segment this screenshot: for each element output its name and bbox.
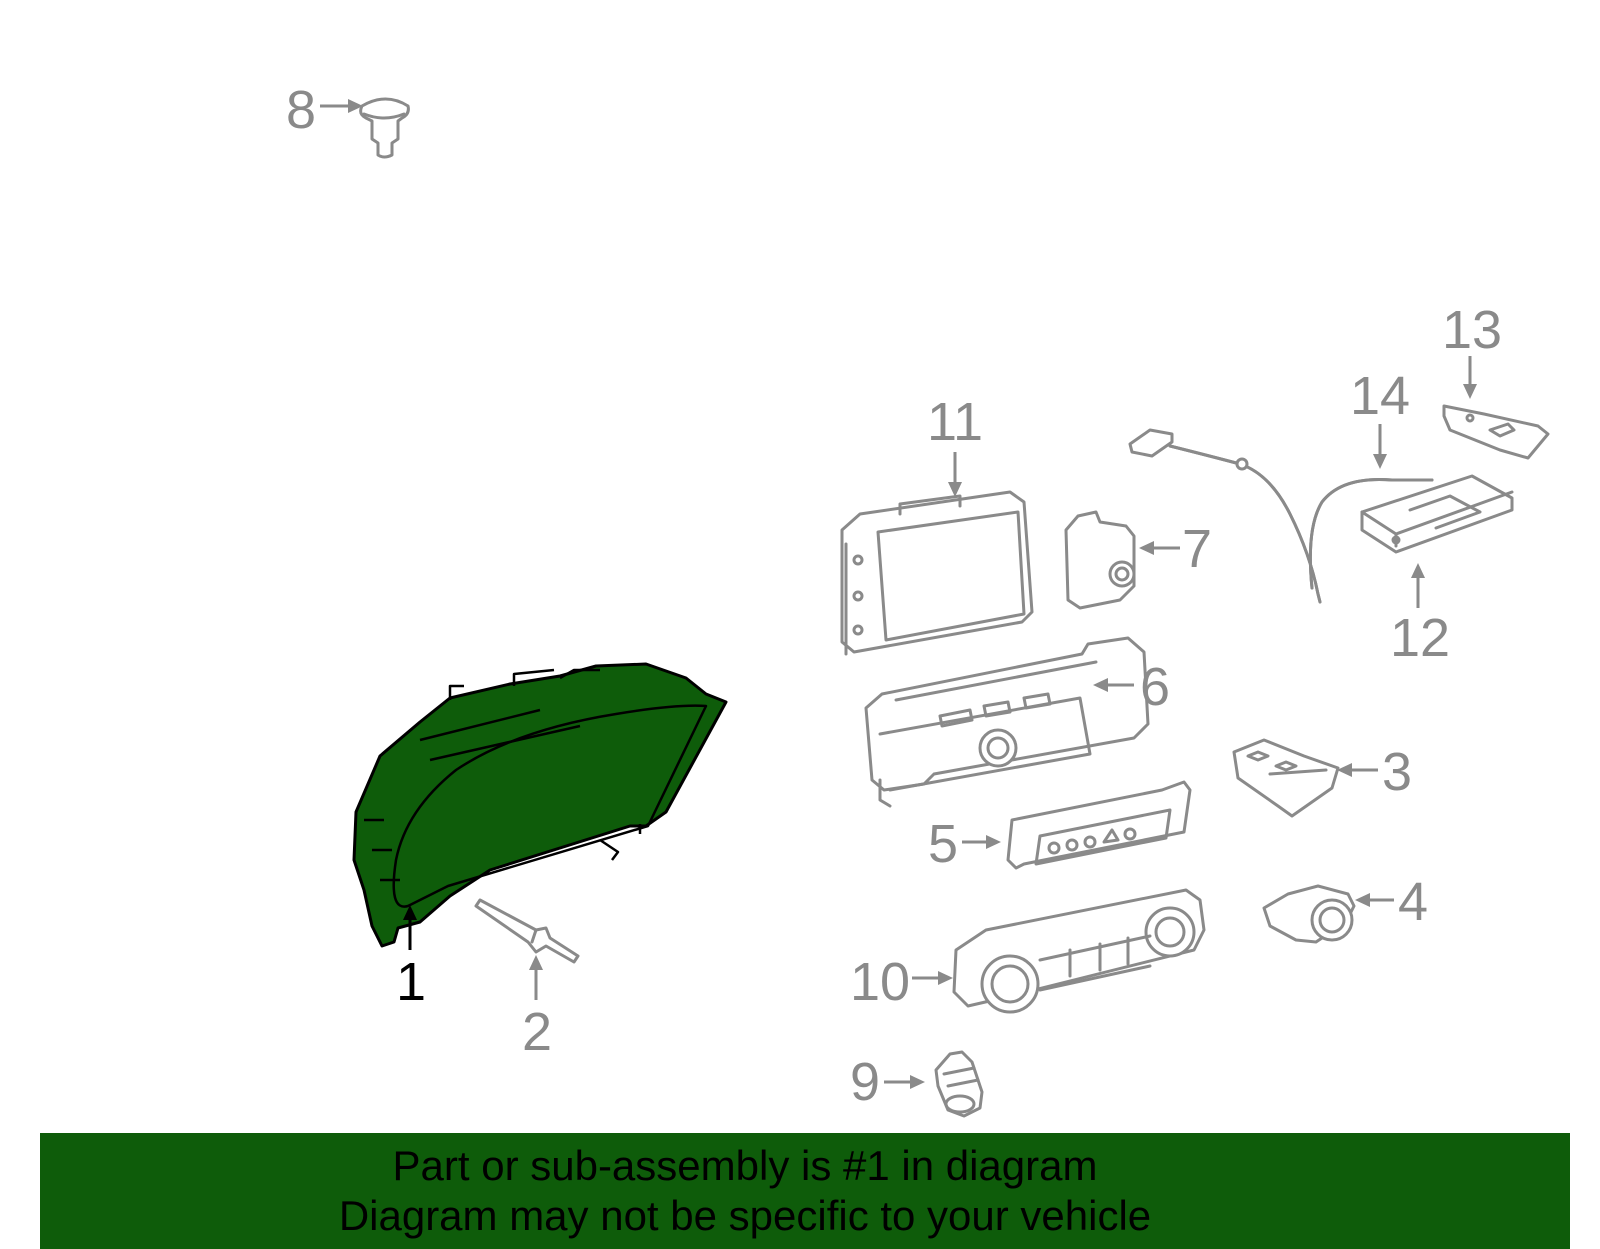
callout-11-label: 11 bbox=[927, 392, 983, 452]
part-6-control-panel[interactable] bbox=[864, 636, 1150, 808]
callout-13-label: 13 bbox=[1442, 300, 1502, 360]
callout-3-arrowhead-icon bbox=[1337, 763, 1352, 777]
part-2-bulb[interactable] bbox=[474, 898, 580, 964]
callout-5-arrowhead-icon bbox=[986, 835, 1001, 849]
callout-4-label: 4 bbox=[1398, 872, 1428, 932]
callout-12-group: 12 bbox=[1390, 563, 1450, 668]
callout-11-group: 11 bbox=[927, 392, 983, 497]
callout-5-label: 5 bbox=[928, 814, 958, 874]
callout-7-arrowhead-icon bbox=[1139, 541, 1154, 555]
part-11-display[interactable] bbox=[840, 490, 1034, 656]
callout-13-arrowhead-icon bbox=[1463, 384, 1477, 399]
callout-6-arrowhead-icon bbox=[1093, 678, 1108, 692]
callout-9-group: 9 bbox=[850, 1052, 925, 1112]
callout-1-group: 1 bbox=[396, 905, 426, 1012]
callout-4-arrowhead-icon bbox=[1355, 893, 1370, 907]
callout-2-group: 2 bbox=[522, 955, 552, 1062]
callout-10-group: 10 bbox=[850, 952, 953, 1012]
callout-2-label: 2 bbox=[522, 1002, 552, 1062]
callout-6-group: 6 bbox=[1093, 657, 1170, 717]
callout-7-group: 7 bbox=[1139, 519, 1212, 579]
callout-1-arrowhead-icon bbox=[403, 905, 417, 920]
callout-14-group: 14 bbox=[1350, 366, 1410, 469]
callout-1-label: 1 bbox=[396, 952, 426, 1012]
callout-14-arrowhead-icon bbox=[1373, 454, 1387, 469]
part-4-sensor[interactable] bbox=[1262, 884, 1356, 944]
callout-3-label: 3 bbox=[1382, 742, 1412, 802]
callout-4-group: 4 bbox=[1355, 872, 1428, 932]
callout-10-label: 10 bbox=[850, 952, 910, 1012]
part-8-clip[interactable] bbox=[359, 97, 410, 159]
callout-14-label: 14 bbox=[1350, 366, 1410, 426]
callout-8-arrowhead-icon bbox=[348, 99, 363, 113]
info-banner: Part or sub-assembly is #1 in diagram Di… bbox=[40, 1133, 1570, 1249]
part-9-socket[interactable] bbox=[934, 1050, 984, 1118]
callout-2-arrowhead-icon bbox=[529, 955, 543, 970]
part-3-switch[interactable] bbox=[1232, 738, 1340, 818]
part-1-instrument-cluster[interactable] bbox=[352, 662, 728, 948]
parts-diagram: 8 11 7 14 bbox=[286, 80, 1550, 1118]
callout-8-label: 8 bbox=[286, 80, 316, 140]
part-14-cable[interactable] bbox=[1128, 428, 1434, 604]
callout-7-label: 7 bbox=[1182, 519, 1212, 579]
part-7-sensor[interactable] bbox=[1064, 510, 1136, 610]
callout-5-group: 5 bbox=[928, 814, 1001, 874]
callout-6-label: 6 bbox=[1140, 657, 1170, 717]
callout-9-label: 9 bbox=[850, 1052, 880, 1112]
callout-13-group: 13 bbox=[1442, 300, 1502, 399]
banner-line-2: Diagram may not be specific to your vehi… bbox=[338, 1192, 1152, 1239]
part-5-button-panel[interactable] bbox=[1006, 780, 1192, 870]
callout-12-arrowhead-icon bbox=[1411, 563, 1425, 578]
banner-line-1: Part or sub-assembly is #1 in diagram bbox=[392, 1142, 1098, 1189]
callout-3-group: 3 bbox=[1337, 742, 1412, 802]
callout-9-arrowhead-icon bbox=[910, 1075, 925, 1089]
callout-11-arrowhead-icon bbox=[948, 482, 962, 497]
callout-8-group: 8 bbox=[286, 80, 363, 140]
part-12-module[interactable] bbox=[1360, 474, 1514, 554]
part-10-climate-control[interactable] bbox=[952, 888, 1206, 1014]
callout-12-label: 12 bbox=[1390, 608, 1450, 668]
callout-10-arrowhead-icon bbox=[938, 971, 953, 985]
part-13-bracket[interactable] bbox=[1442, 404, 1550, 460]
